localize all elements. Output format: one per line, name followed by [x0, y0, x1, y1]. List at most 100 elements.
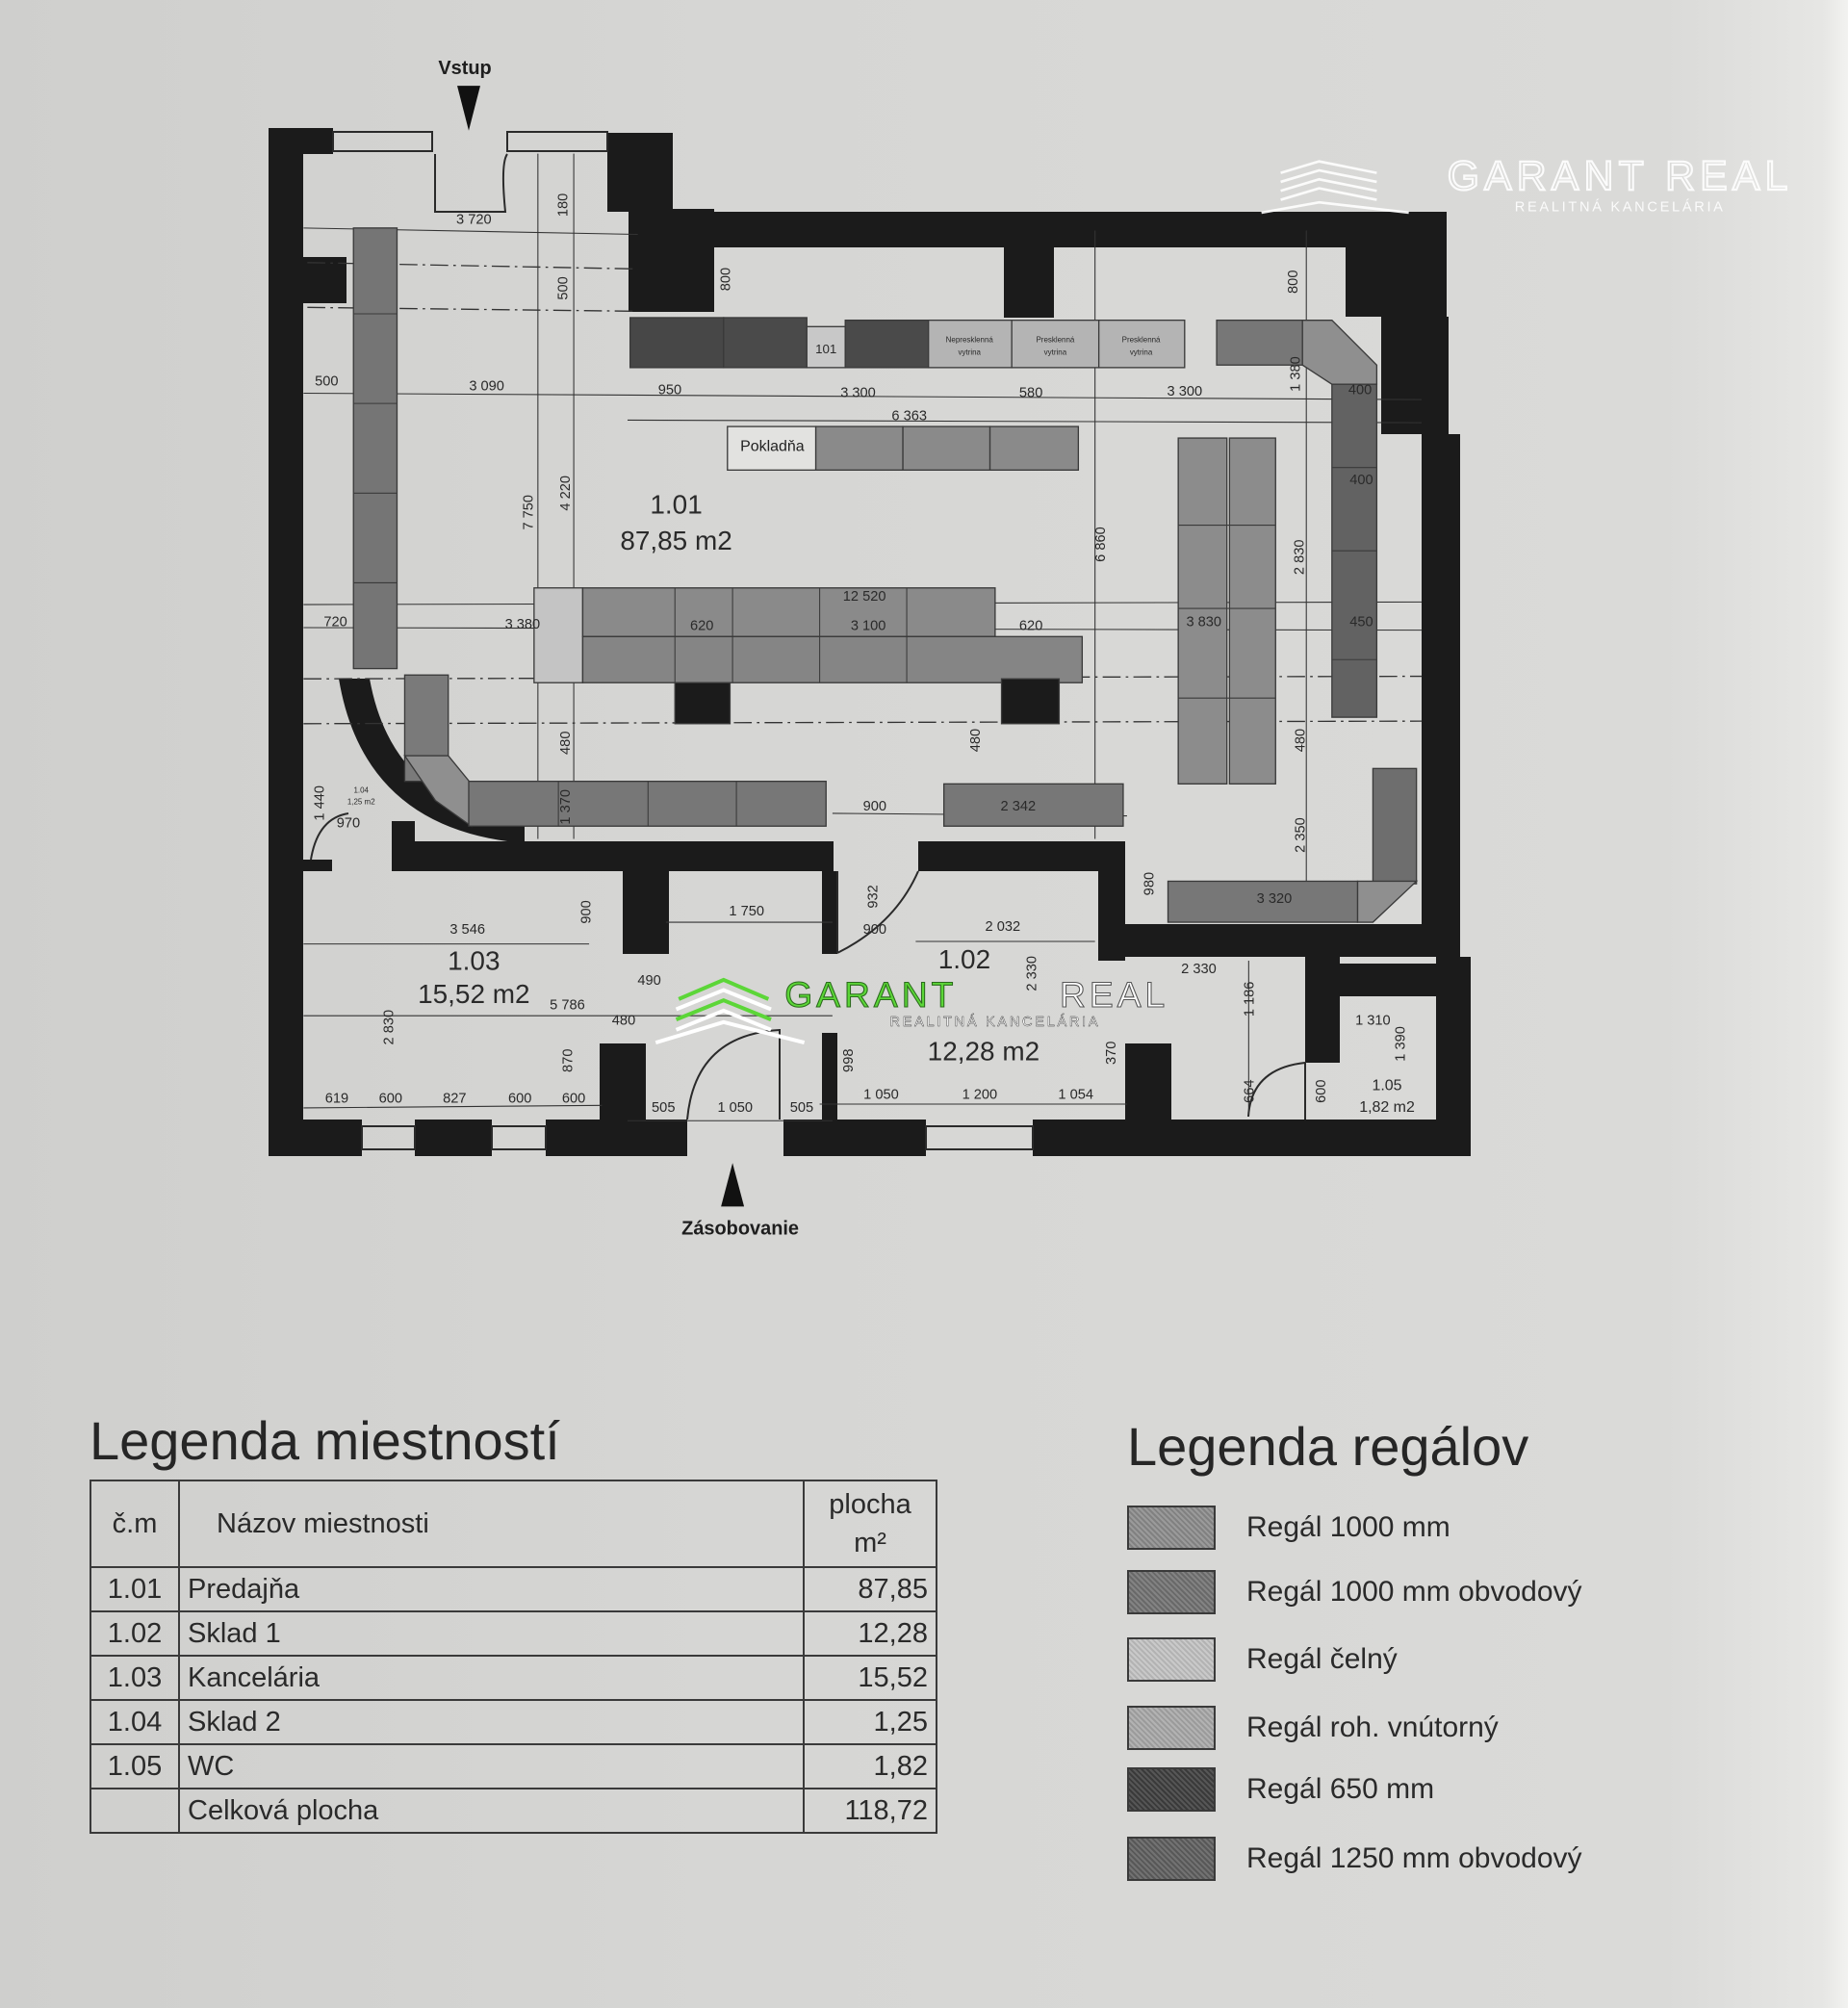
wall-left: [269, 128, 303, 1156]
dimension-label: 370: [1104, 1042, 1119, 1065]
shelf-corner: [1301, 319, 1378, 385]
shelf-swatch: [1127, 1570, 1216, 1614]
watermark-brand: GARANT REAL: [1448, 153, 1793, 199]
dimension-label: 1 050: [717, 1100, 753, 1116]
dimension-label: 970: [337, 815, 360, 831]
shelf-legend-label: Regál 1000 mm obvodový: [1246, 1576, 1582, 1608]
dimension-label: 800: [1286, 270, 1301, 294]
watermark-brand-b: REAL: [1665, 153, 1792, 199]
dimension-label: 620: [690, 619, 713, 634]
wall-right-1: [1346, 212, 1447, 317]
header-area-2: m²: [854, 1528, 886, 1558]
shelf-swatch: [1127, 1506, 1216, 1550]
wall-middle-2: [918, 841, 1125, 871]
dimension-label: 500: [315, 373, 338, 389]
shelf-1000: [988, 425, 1080, 471]
dimension-label: 2 032: [986, 919, 1021, 935]
door-wc: [1247, 1061, 1306, 1120]
header-area: plocha m²: [803, 1480, 937, 1568]
dimension-label: 3 720: [456, 213, 492, 228]
row-area: 87,85: [803, 1566, 937, 1612]
dimension-label: 480: [558, 732, 574, 755]
dimension-label: 998: [841, 1049, 857, 1072]
dimension-label: 2 330: [1024, 956, 1040, 991]
wall-right-3: [1422, 434, 1460, 957]
row-num: 1.04: [90, 1699, 180, 1745]
wall-storage1-h: [1098, 924, 1460, 957]
wall-middle-1: [392, 841, 834, 871]
shelf-650: [844, 319, 930, 369]
shelf-perimeter: [942, 783, 1124, 827]
window: [491, 1125, 547, 1150]
header-area-1: plocha: [829, 1489, 911, 1520]
dimension-label: 600: [379, 1092, 402, 1107]
entrance-arrow-icon: [457, 86, 480, 131]
shelf-legend-item: Regál roh. vnútorný: [1127, 1703, 1499, 1753]
dimension-label: 1 310: [1355, 1013, 1391, 1028]
dimension-label: 1 054: [1058, 1088, 1093, 1103]
shelf-650: [629, 317, 725, 369]
door-entrance: [434, 153, 508, 213]
watermark-brand-a: GARANT: [784, 974, 957, 1015]
room-1-02-id: 1.02: [938, 944, 990, 974]
dimension-label: 505: [790, 1100, 813, 1116]
shelf-swatch: [1127, 1637, 1216, 1682]
wall-bottom-4: [783, 1120, 926, 1156]
door-storage2: [310, 812, 349, 861]
row-area: 1,25: [803, 1699, 937, 1745]
dimension-label: 2 330: [1181, 962, 1217, 977]
shelf-legend-item: Regál čelný: [1127, 1635, 1398, 1685]
header-name: Názov miestnosti: [178, 1480, 805, 1568]
windows: [332, 131, 1034, 1150]
dimension-label: 827: [443, 1092, 466, 1107]
shelf-101-label: 101: [815, 342, 836, 356]
dimension-label: 2 342: [1001, 799, 1037, 814]
table-header: č.m Názov miestnosti plocha m²: [90, 1480, 937, 1568]
building-logo-icon: [654, 977, 806, 1045]
dimension-label: 3 090: [469, 379, 504, 395]
dimension-label: 600: [562, 1092, 585, 1107]
wall-right-2: [1381, 317, 1449, 434]
shelf-swatch: [1127, 1706, 1216, 1750]
dimension-label: 500: [555, 276, 571, 299]
dimension-label: 600: [1314, 1079, 1329, 1102]
header-num: č.m: [90, 1480, 180, 1568]
dimension-label: 3 300: [840, 385, 876, 400]
dimension-label: 1 380: [1288, 356, 1303, 392]
shelf-650: [723, 317, 808, 369]
dimension-label: 12 520: [843, 589, 886, 605]
shelves: [352, 227, 1419, 923]
row-num: 1.02: [90, 1610, 180, 1657]
dimension-label: 2 350: [1294, 817, 1309, 853]
wall-step-upper: [607, 133, 673, 212]
shelf-1000: [581, 635, 1084, 683]
cash-desk-label: Pokladňa: [740, 438, 805, 454]
watermark-brand-b: REAL: [1060, 974, 1168, 1015]
dimension-label: 1 050: [863, 1088, 899, 1103]
dimension-label: 900: [578, 900, 594, 923]
shelf-1000: [1177, 437, 1228, 785]
dimension-label: 800: [718, 268, 733, 291]
dimension-label: 980: [1142, 872, 1158, 895]
window: [925, 1125, 1034, 1150]
row-name: Sklad 1: [178, 1610, 805, 1657]
supply-arrow-icon: [721, 1163, 745, 1207]
room-1-03-id: 1.03: [448, 945, 500, 975]
window: [506, 131, 608, 152]
dimension-label: 870: [561, 1049, 577, 1072]
shelf-swatch: [1127, 1837, 1216, 1881]
dimension-label: 400: [1348, 383, 1372, 399]
shelf-1000: [814, 425, 904, 471]
window: [332, 131, 433, 152]
showcase-glazed-label: Presklenná: [1122, 335, 1161, 344]
pillar: [674, 682, 732, 725]
dimension-label: 505: [652, 1100, 675, 1116]
dimension-label: 1 186: [1243, 982, 1258, 1017]
dimension-label: 1 750: [729, 904, 764, 919]
dimension-label: 3 380: [505, 617, 541, 632]
